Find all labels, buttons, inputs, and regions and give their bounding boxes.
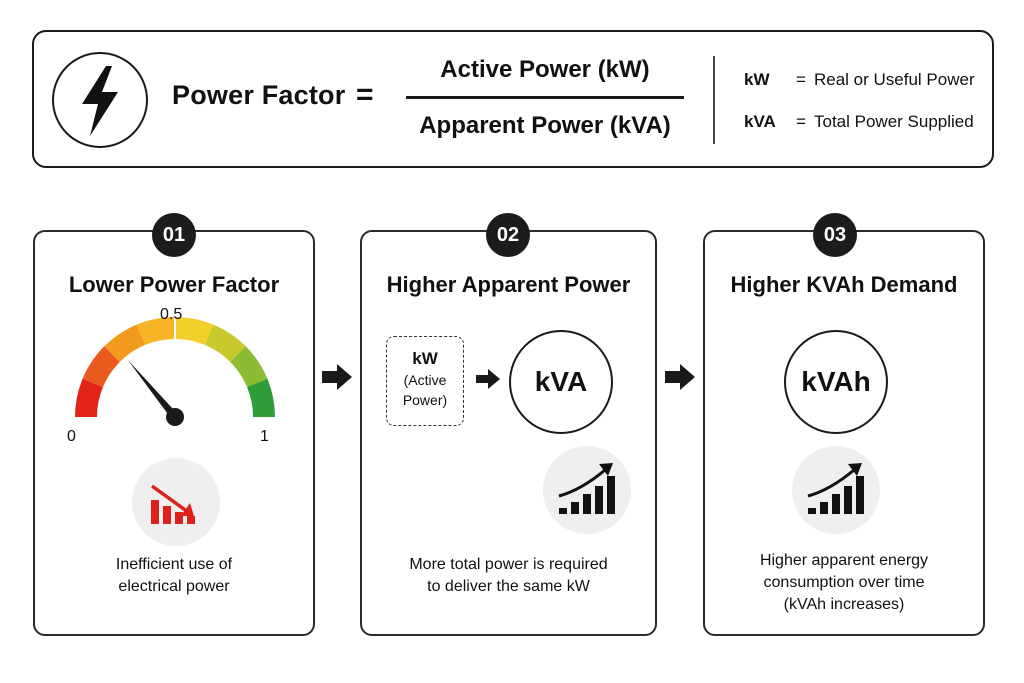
gauge-segment xyxy=(82,346,120,388)
gauge-segment xyxy=(75,378,103,417)
step-number-badge: 03 xyxy=(813,213,857,257)
definition-equals: = xyxy=(796,112,806,131)
step-description: More total power is required to deliver … xyxy=(362,554,655,598)
description-line: More total power is required xyxy=(409,556,608,573)
description-line: Inefficient use of xyxy=(115,556,233,573)
fraction-line xyxy=(406,96,684,99)
rising-bar-chart-icon xyxy=(543,446,631,534)
definition-key: kVA xyxy=(744,112,776,131)
kw-label: kW xyxy=(412,349,438,368)
description-line: consumption over time xyxy=(763,574,925,591)
formula-denominator: Apparent Power (kVA) xyxy=(419,112,671,139)
equals-sign: = xyxy=(356,78,374,111)
gauge-segment xyxy=(136,317,175,345)
step-card-higher-kvah-demand: Higher KVAh Demand kVAh Higher apparent … xyxy=(703,230,985,636)
step-description: Higher apparent energy consumption over … xyxy=(705,550,983,616)
arrow-right-icon xyxy=(476,369,500,389)
step-card-higher-apparent-power: Higher Apparent Power kW (Active Power) … xyxy=(360,230,657,636)
step-card-lower-power-factor: Lower Power Factor 0.5 0 1 Inefficient u… xyxy=(33,230,315,636)
step-number-badge: 02 xyxy=(486,213,530,257)
description-line: (kVAh increases) xyxy=(783,596,905,613)
definition-meaning: Total Power Supplied xyxy=(814,112,974,131)
kvah-circle: kVAh xyxy=(784,330,888,434)
definition-kva: kVA = Total Power Supplied xyxy=(744,112,974,132)
description-line: Higher apparent energy xyxy=(759,552,929,569)
step-number-badge: 01 xyxy=(152,213,196,257)
definition-kw: kW = Real or Useful Power xyxy=(744,70,975,90)
kva-circle: kVA xyxy=(509,330,613,434)
power-factor-gauge xyxy=(75,315,275,426)
definition-key: kW xyxy=(744,70,770,89)
gauge-hub xyxy=(166,408,184,426)
gauge-needle xyxy=(127,359,179,420)
description-line: to deliver the same kW xyxy=(427,578,590,595)
kw-sub-label: Power) xyxy=(402,392,448,408)
lightning-bolt-icon xyxy=(52,52,148,148)
gauge-segment xyxy=(104,324,146,362)
formula-numerator: Active Power (kW) xyxy=(440,56,650,83)
step-description: Inefficient use of electrical power xyxy=(35,554,313,598)
gauge-segment xyxy=(230,346,268,388)
definition-meaning: Real or Useful Power xyxy=(814,70,975,89)
formula-panel: Power Factor = Active Power (kW) Apparen… xyxy=(32,30,994,168)
gauge-segment xyxy=(204,324,246,362)
gauge-min-label: 0 xyxy=(67,428,76,445)
rising-bar-chart-icon xyxy=(792,446,880,534)
kw-sub-label: (Active xyxy=(403,372,447,388)
step-title: Higher KVAh Demand xyxy=(730,272,958,297)
power-factor-label: Power Factor xyxy=(172,80,346,110)
gauge-segment xyxy=(247,378,275,417)
declining-bar-chart-icon xyxy=(132,458,220,546)
gauge-segment xyxy=(175,317,214,345)
step-title: Higher Apparent Power xyxy=(386,272,631,297)
description-line: electrical power xyxy=(118,578,230,595)
arrow-right-icon xyxy=(322,364,352,390)
gauge-max-label: 1 xyxy=(260,428,269,445)
vertical-divider xyxy=(713,56,715,144)
step-title: Lower Power Factor xyxy=(68,272,280,297)
arrow-right-icon xyxy=(665,364,695,390)
gauge-mid-label: 0.5 xyxy=(160,306,183,323)
kw-dashed-box: kW (Active Power) xyxy=(386,336,464,426)
definition-equals: = xyxy=(796,70,806,89)
